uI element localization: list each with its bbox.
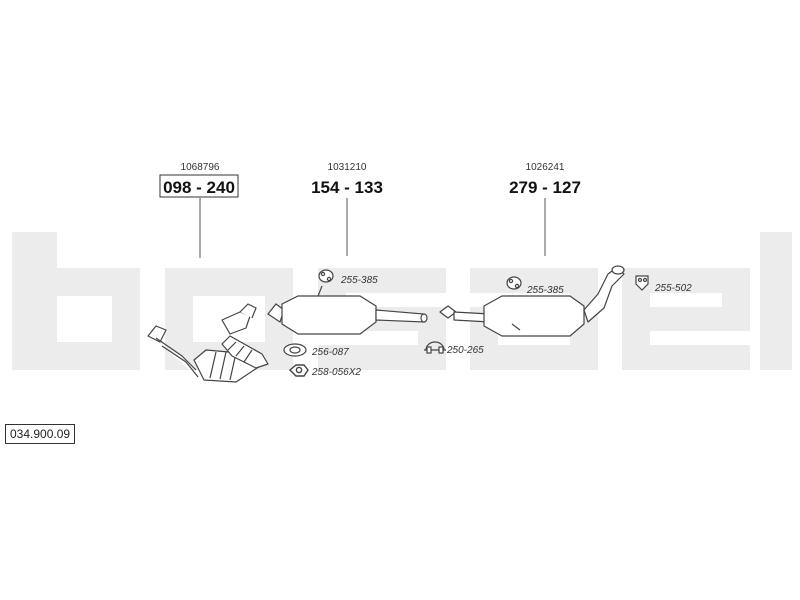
middle-silencer[interactable] bbox=[267, 285, 428, 335]
oe-reference: 1031210 bbox=[328, 162, 367, 173]
small-part-hanger-rear[interactable]: 255-385 bbox=[506, 276, 564, 296]
oe-reference: 1068796 bbox=[181, 162, 220, 173]
catalog-number: 034.900.09 bbox=[5, 424, 76, 444]
rubber-hanger-icon bbox=[506, 276, 522, 290]
small-part-number: 255-385 bbox=[526, 285, 564, 296]
gasket-icon bbox=[283, 343, 307, 357]
rear-silencer[interactable] bbox=[439, 265, 625, 337]
part-number: 154 - 133 bbox=[311, 178, 383, 197]
small-part-hanger-front[interactable]: 255-385 bbox=[318, 269, 378, 286]
part-number: 098 - 240 bbox=[163, 178, 235, 197]
callout-part-3[interactable]: 1026241 279 - 127 bbox=[509, 162, 581, 256]
small-part-number: 258-056X2 bbox=[311, 367, 361, 378]
bracket-icon bbox=[635, 275, 649, 291]
rubber-hanger-icon bbox=[318, 269, 334, 283]
small-part-number: 255-385 bbox=[340, 275, 378, 286]
front-pipe-catalyst[interactable] bbox=[147, 303, 269, 383]
nut-icon bbox=[288, 364, 309, 377]
part-number: 279 - 127 bbox=[509, 178, 581, 197]
callout-part-1[interactable]: 1068796 098 - 240 bbox=[159, 162, 239, 258]
small-part-number: 250-265 bbox=[446, 345, 484, 356]
oe-reference: 1026241 bbox=[526, 162, 565, 173]
small-part-number: 255-502 bbox=[654, 283, 692, 294]
brand-watermark bbox=[12, 232, 792, 370]
small-part-nut[interactable]: 258-056X2 bbox=[288, 364, 361, 378]
small-part-number: 256-087 bbox=[311, 347, 349, 358]
callout-part-2[interactable]: 1031210 154 - 133 bbox=[311, 162, 383, 256]
small-part-bracket[interactable]: 255-502 bbox=[635, 275, 692, 294]
part-number-box bbox=[159, 174, 239, 198]
clamp-icon bbox=[424, 341, 446, 354]
small-part-gasket[interactable]: 256-087 bbox=[283, 343, 349, 358]
small-part-clamp[interactable]: 250-265 bbox=[424, 341, 484, 356]
